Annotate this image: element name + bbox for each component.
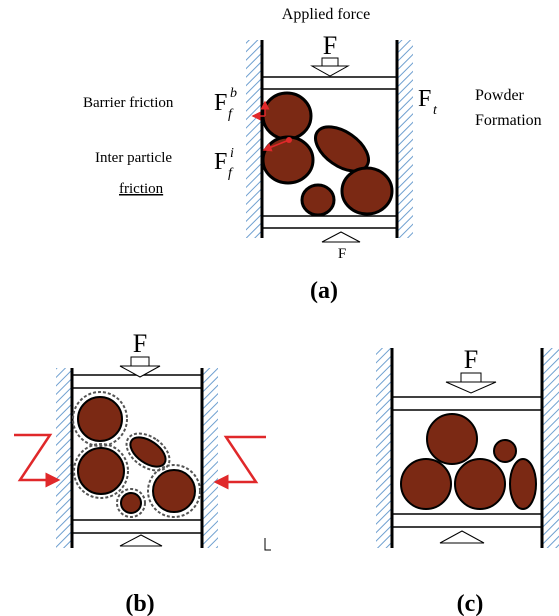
right-wall: [202, 368, 218, 548]
left-wall: [246, 40, 262, 238]
caption-c: (c): [457, 591, 484, 616]
particle: [340, 166, 394, 216]
particle: [77, 447, 125, 495]
particle: [454, 458, 506, 510]
bottom-force-arrow: [119, 534, 163, 547]
top-force-arrow: [445, 381, 497, 394]
svg-text:F: F: [418, 86, 431, 112]
right-wall: [542, 348, 559, 548]
bottom-force-arrow: [439, 530, 485, 544]
svg-text:f: f: [228, 107, 234, 122]
svg-text:t: t: [433, 103, 438, 118]
caption-a: (a): [310, 278, 338, 304]
left-wall: [376, 348, 392, 548]
particle-halo: [116, 488, 146, 518]
top-force-arrow: [310, 65, 350, 77]
right-wall: [397, 40, 413, 238]
inter-friction-symbol: F i f: [214, 146, 234, 181]
particle-halo: [73, 443, 129, 499]
particle: [261, 135, 315, 185]
powder-label: Powder: [475, 87, 525, 104]
particle: [400, 458, 452, 510]
caption-b: (b): [125, 591, 154, 616]
particle: [314, 125, 370, 173]
particle: [261, 91, 313, 141]
svg-text:b: b: [230, 86, 237, 101]
left-wall: [56, 368, 72, 548]
svg-text:f: f: [228, 166, 234, 181]
particle: [120, 492, 142, 514]
particle: [77, 396, 123, 442]
panel-a: Applied force F F Barrier friction F b f…: [83, 6, 542, 304]
particle: [152, 469, 196, 513]
panel-c: F (c): [376, 345, 559, 616]
top-force-symbol: F: [323, 31, 337, 60]
right-zigzag-arrow: [213, 435, 266, 490]
particle: [493, 439, 517, 463]
particle-halo: [147, 464, 201, 518]
particle: [426, 413, 478, 465]
top-force-symbol: F: [464, 345, 478, 374]
inter-particle-label-line1: Inter particle: [95, 150, 172, 166]
svg-text:F: F: [214, 90, 227, 116]
inter-friction-arrow: [262, 139, 290, 152]
left-zigzag-arrow: [14, 433, 61, 488]
particle: [129, 436, 167, 468]
svg-text:F: F: [214, 149, 227, 175]
top-force-symbol: F: [133, 329, 147, 358]
svg-text:i: i: [230, 146, 234, 161]
panel-b: F (b): [14, 329, 271, 616]
barrier-friction-label: Barrier friction: [83, 95, 174, 111]
formation-label: Formation: [475, 112, 542, 129]
applied-force-label: Applied force: [282, 6, 370, 23]
bottom-force-arrow: [321, 231, 361, 243]
particle: [509, 458, 537, 510]
barrier-friction-symbol: F b f: [214, 86, 237, 122]
particle-halo: [72, 391, 128, 447]
ft-symbol: F t: [418, 86, 438, 118]
bottom-force-symbol: F: [338, 246, 346, 262]
particle: [300, 183, 336, 217]
inter-particle-label-line2: friction: [119, 181, 164, 197]
